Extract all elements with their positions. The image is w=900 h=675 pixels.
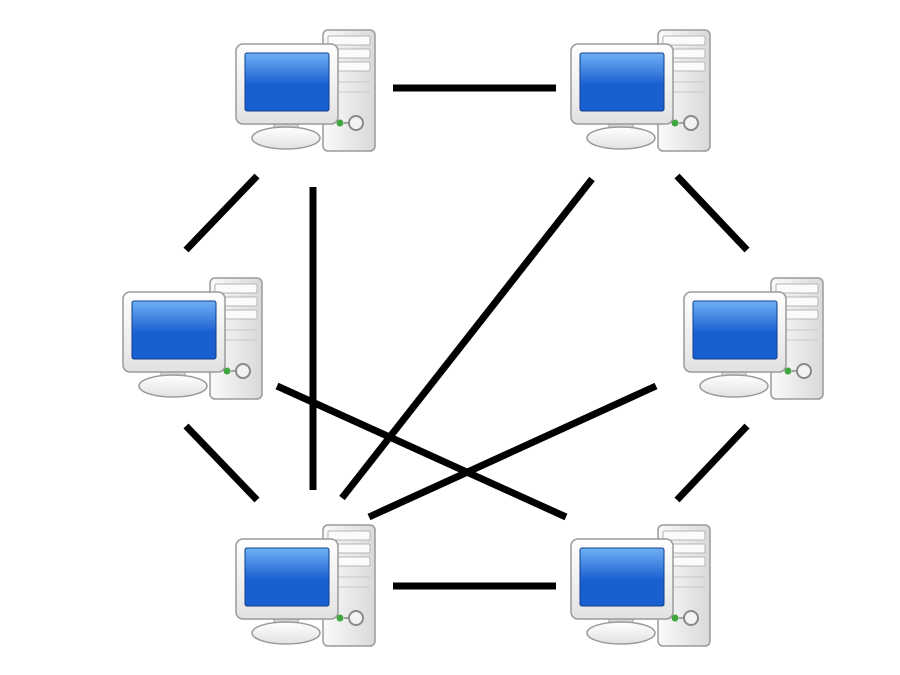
network-link-middle-right-to-bottom-right [674,423,750,503]
desktop-computer-icon [235,524,376,647]
network-link-top-right-to-middle-right [674,173,750,253]
desktop-computer-icon [235,29,376,152]
network-link-middle-right-to-bottom-left [367,382,658,521]
computer-node-middle-left [122,277,263,400]
computer-node-bottom-right [570,524,711,647]
links-layer [183,84,750,590]
desktop-computer-icon [683,277,824,400]
network-link-top-left-to-middle-left [183,173,260,253]
desktop-computer-icon [122,277,263,400]
network-link-top-right-to-bottom-left [339,176,595,501]
nodes-layer [122,29,824,647]
computer-node-top-left [235,29,376,152]
network-link-middle-left-to-bottom-right [275,382,568,521]
desktop-computer-icon [570,524,711,647]
computer-node-middle-right [683,277,824,400]
desktop-computer-icon [570,29,711,152]
computer-node-top-right [570,29,711,152]
computer-node-bottom-left [235,524,376,647]
network-link-middle-left-to-bottom-left [183,423,260,503]
